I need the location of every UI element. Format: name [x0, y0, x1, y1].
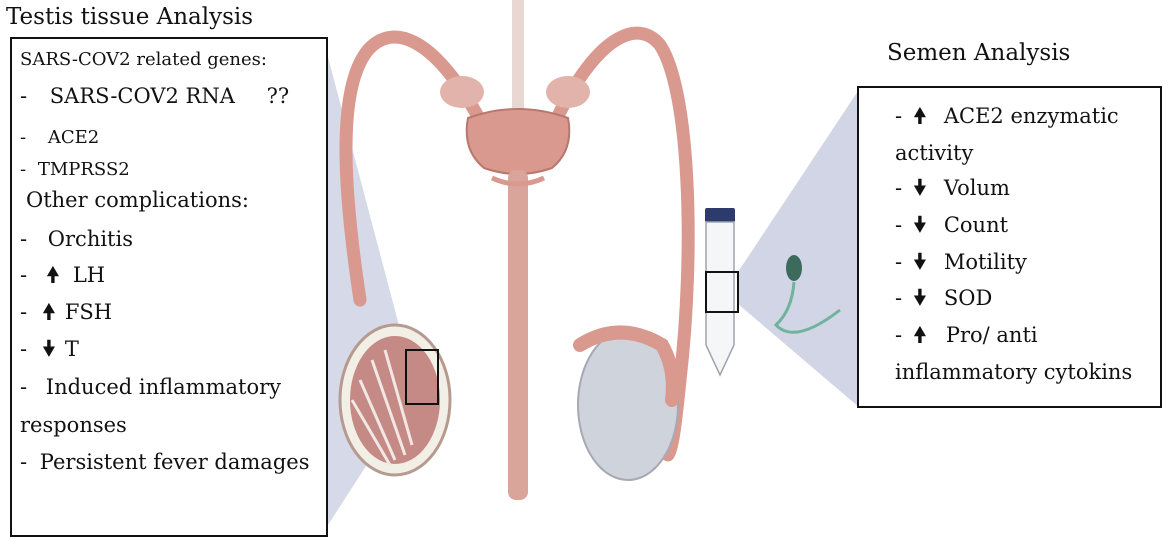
list-item: activity	[895, 143, 973, 164]
dash: -	[895, 213, 902, 237]
item-text: SARS-COV2 RNA	[50, 84, 235, 108]
list-item: - SARS-COV2 RNA ??	[20, 86, 289, 107]
item-text: Count	[944, 213, 1008, 237]
left-header: SARS-COV2 related genes:	[20, 51, 267, 69]
list-item: - Induced inflammatory	[20, 377, 281, 398]
item-text: Motility	[944, 250, 1027, 274]
list-item: - ACE2	[20, 129, 99, 147]
dash: -	[20, 227, 27, 251]
arrow-up-icon: 🠝	[46, 265, 60, 287]
arrow-up-icon: 🠝	[42, 302, 56, 324]
dash: -	[20, 337, 27, 361]
list-item: - 🠟 SOD	[895, 288, 992, 310]
list-item: - Orchitis	[20, 229, 133, 250]
left-title: Testis tissue Analysis	[6, 4, 253, 30]
arrow-down-icon: 🠟	[42, 339, 56, 361]
right-title: Semen Analysis	[887, 40, 1070, 66]
item-text: Induced inflammatory	[46, 375, 281, 399]
arrow-down-icon: 🠟	[913, 288, 927, 310]
list-item: - 🠟 Volum	[895, 178, 1010, 200]
dash: -	[20, 375, 27, 399]
list-item: - 🠟 T	[20, 339, 79, 361]
testis-cross-section-icon	[340, 325, 450, 475]
list-item: - 🠝 ACE2 enzymatic	[895, 106, 1119, 128]
dash: -	[20, 159, 26, 180]
item-text: Orchitis	[48, 227, 133, 251]
list-item: - Persistent fever damages	[20, 452, 309, 473]
list-item: - 🠝 FSH	[20, 302, 112, 324]
item-text: T	[65, 337, 79, 361]
subheader: Other complications:	[26, 190, 249, 211]
dash: -	[895, 286, 902, 310]
item-text: TMPRSS2	[38, 159, 130, 180]
dash: -	[895, 323, 902, 347]
dash: -	[20, 300, 27, 324]
item-text: ACE2	[48, 127, 99, 148]
list-item: - 🠟 Count	[895, 215, 1008, 237]
testis-analysis-panel: SARS-COV2 related genes: - SARS-COV2 RNA…	[10, 37, 328, 537]
list-item: - 🠝 Pro/ anti	[895, 325, 1038, 347]
arrow-down-icon: 🠟	[913, 178, 927, 200]
arrow-up-icon: 🠝	[913, 325, 927, 347]
item-text: Persistent fever damages	[40, 450, 310, 474]
list-item: - 🠝 LH	[20, 265, 105, 287]
list-item: - TMPRSS2	[20, 161, 130, 179]
dash: -	[20, 84, 27, 108]
item-text: SOD	[944, 286, 992, 310]
dash: -	[895, 104, 902, 128]
list-item: - 🠟 Motility	[895, 252, 1027, 274]
list-item: inflammatory cytokins	[895, 362, 1132, 383]
item-text: FSH	[65, 300, 112, 324]
dash: -	[20, 450, 27, 474]
item-text: LH	[73, 263, 105, 287]
dash: -	[20, 263, 27, 287]
item-text: ACE2 enzymatic	[944, 104, 1119, 128]
arrow-down-icon: 🠟	[913, 215, 927, 237]
arrow-down-icon: 🠟	[913, 252, 927, 274]
item-text: Volum	[944, 176, 1010, 200]
right-callout-wedge	[738, 88, 860, 408]
question-marks: ??	[267, 84, 290, 108]
list-item: responses	[20, 415, 127, 436]
dash: -	[20, 127, 26, 148]
item-text: Pro/ anti	[946, 323, 1038, 347]
sample-tube-icon	[705, 208, 738, 375]
dash: -	[895, 176, 902, 200]
semen-analysis-panel: - 🠝 ACE2 enzymatic activity - 🠟 Volum - …	[857, 86, 1162, 408]
arrow-up-icon: 🠝	[913, 106, 927, 128]
dash: -	[895, 250, 902, 274]
